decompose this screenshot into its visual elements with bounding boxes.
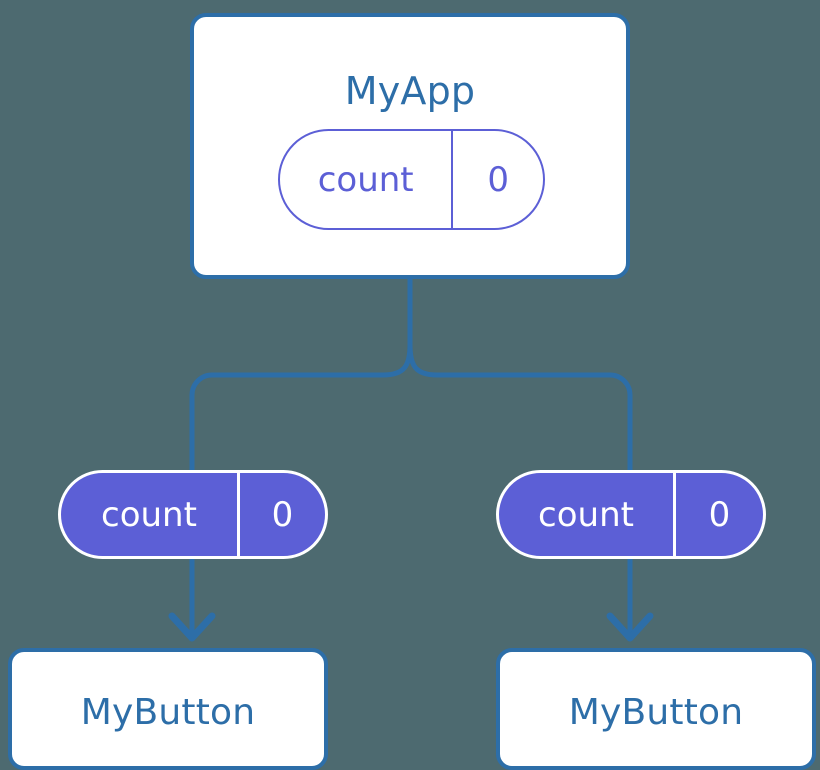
state-pill-myapp[interactable]: count 0 [278, 129, 545, 230]
branch-to-left-child [189, 344, 413, 472]
component-title-mybutton: MyButton [568, 692, 744, 733]
props-pill-value: 0 [236, 473, 325, 556]
component-box-mybutton-left[interactable]: MyButton [8, 648, 328, 770]
state-pill-key: count [317, 159, 414, 200]
props-pill-value: 0 [673, 473, 763, 556]
props-pill-key: count [101, 494, 197, 535]
component-box-mybutton-right[interactable]: MyButton [496, 648, 816, 770]
arrow-head-left-icon [168, 612, 216, 642]
props-pill-right[interactable]: count 0 [496, 470, 766, 559]
component-title-mybutton: MyButton [80, 692, 256, 733]
arrow-head-right-icon [606, 612, 654, 642]
component-title-myapp: MyApp [344, 69, 476, 113]
props-pill-left[interactable]: count 0 [58, 470, 328, 559]
state-pill-value: 0 [451, 131, 543, 228]
props-pill-key: count [538, 494, 634, 535]
branch-to-right-child [407, 344, 633, 472]
